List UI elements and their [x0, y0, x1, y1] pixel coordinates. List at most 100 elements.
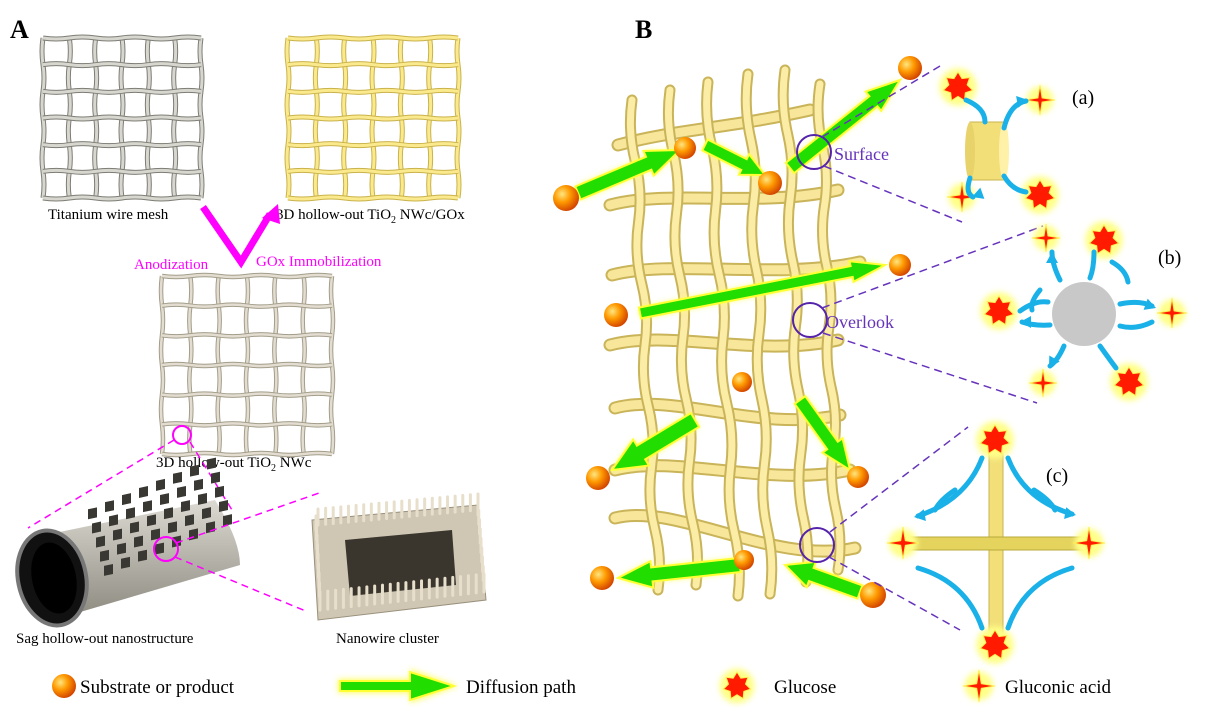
flow-arrow-head — [1016, 96, 1028, 108]
legend-diffusion-icon — [338, 669, 458, 703]
flow-arrow-head — [1049, 355, 1060, 368]
substrate-ball — [847, 466, 869, 488]
wire-horizontal — [161, 303, 333, 308]
cluster-label: Nanowire cluster — [336, 631, 439, 647]
wire-horizontal — [42, 35, 202, 41]
substrate-ball — [860, 582, 886, 608]
wire-horizontal — [42, 168, 202, 174]
tube-window — [164, 507, 173, 520]
surface-label: Surface — [834, 144, 889, 164]
substrate-ball — [898, 56, 922, 80]
tube-window — [215, 485, 224, 498]
flow-arrow — [1087, 249, 1097, 281]
substrate-balls — [553, 56, 922, 608]
tube-window — [194, 478, 203, 491]
tube-window — [185, 514, 194, 527]
wire-vertical — [664, 86, 702, 589]
tube-window — [211, 471, 220, 484]
tube-window — [88, 507, 97, 520]
wire-horizontal — [42, 88, 202, 94]
nanowire-cluster — [311, 492, 487, 621]
titanium-label: Titanium wire mesh — [48, 207, 169, 223]
legend-substrate-label: Substrate or product — [80, 677, 235, 698]
tube-window — [177, 485, 186, 498]
substrate-ball — [586, 466, 610, 490]
flow-arrow-head — [972, 187, 985, 199]
wire-horizontal — [42, 62, 202, 68]
wire-vertical — [814, 80, 844, 574]
tube-window — [104, 563, 113, 576]
legend-glucose-icon — [719, 668, 755, 704]
gluconic-acid-icon — [962, 669, 996, 703]
diffusion-arrow — [637, 260, 889, 320]
wire-horizontal — [161, 422, 333, 427]
diffusion-arrow — [573, 148, 683, 201]
glucose-icon — [942, 71, 974, 102]
legend-diffusion-label: Diffusion path — [466, 677, 576, 698]
glucose-icon — [979, 629, 1011, 660]
flow-arrow-head — [1046, 252, 1058, 263]
panel-b-letter: B — [635, 15, 652, 44]
flow-arrow — [915, 565, 985, 631]
wire-horizontal — [287, 115, 459, 121]
substrate-ball — [590, 566, 614, 590]
tube-window — [223, 514, 232, 527]
tube-window — [100, 549, 109, 562]
tube-window — [207, 457, 216, 470]
flow-arrow — [1005, 565, 1075, 631]
flow-arrow — [965, 175, 976, 200]
tube-window — [143, 500, 152, 513]
substrate-ball — [889, 254, 911, 276]
glucose-icon — [1113, 366, 1145, 397]
gluconic-acid-icon — [1028, 368, 1058, 398]
tube-window — [113, 528, 122, 541]
glucose-icon — [1088, 224, 1120, 255]
wire-vertical — [742, 70, 776, 598]
zoom-line — [175, 491, 323, 544]
tube-window — [147, 514, 156, 527]
wire-horizontal — [287, 35, 459, 41]
legend: Substrate or product Diffusion path Gluc… — [52, 668, 1112, 704]
wire-vertical — [626, 96, 664, 594]
tube-window — [219, 500, 228, 512]
tube-window — [117, 542, 126, 555]
tube-window — [173, 471, 182, 484]
wire-horizontal — [287, 142, 459, 148]
gluconic-acid-icon — [1031, 223, 1061, 253]
flow-arrow — [1109, 259, 1131, 285]
wire-horizontal — [42, 115, 202, 121]
legend-substrate-icon — [52, 674, 76, 698]
tube-window — [105, 500, 114, 513]
wire-horizontal — [42, 142, 202, 148]
crosssection-circle — [799, 527, 835, 563]
glucose-icon — [722, 671, 752, 700]
flow-arrow — [1005, 455, 1075, 517]
tube-window — [202, 507, 211, 520]
zoom-circle-mesh — [172, 425, 192, 445]
glucose-icon — [983, 295, 1015, 326]
legend-gluconic-icon — [962, 669, 996, 703]
sag-nanostructure — [15, 457, 240, 628]
wire-horizontal — [287, 88, 459, 94]
flow-arrow — [1001, 98, 1029, 131]
panel-a-letter: A — [10, 15, 29, 44]
inset-c-label: (c) — [1046, 465, 1068, 487]
flow-arrow-head — [914, 509, 926, 521]
tube-window — [155, 542, 164, 555]
flow-arrow-head — [1064, 507, 1076, 519]
gluconic-acid-icon — [1072, 526, 1106, 560]
gluconic-acid-icon — [1156, 297, 1188, 329]
substrate-ball — [734, 550, 754, 570]
glucose-icon — [979, 424, 1011, 455]
process-arrow — [200, 204, 280, 269]
zoom-line — [27, 439, 175, 529]
tube-window — [122, 493, 131, 506]
sag-label: Sag hollow-out nanostructure — [16, 631, 194, 647]
diffusion-arrows — [573, 78, 903, 600]
wire-horizontal — [287, 195, 459, 201]
substrate-ball — [553, 185, 579, 211]
wire-horizontal — [610, 510, 860, 556]
tube-window — [126, 507, 135, 520]
wire-horizontal — [161, 451, 333, 457]
